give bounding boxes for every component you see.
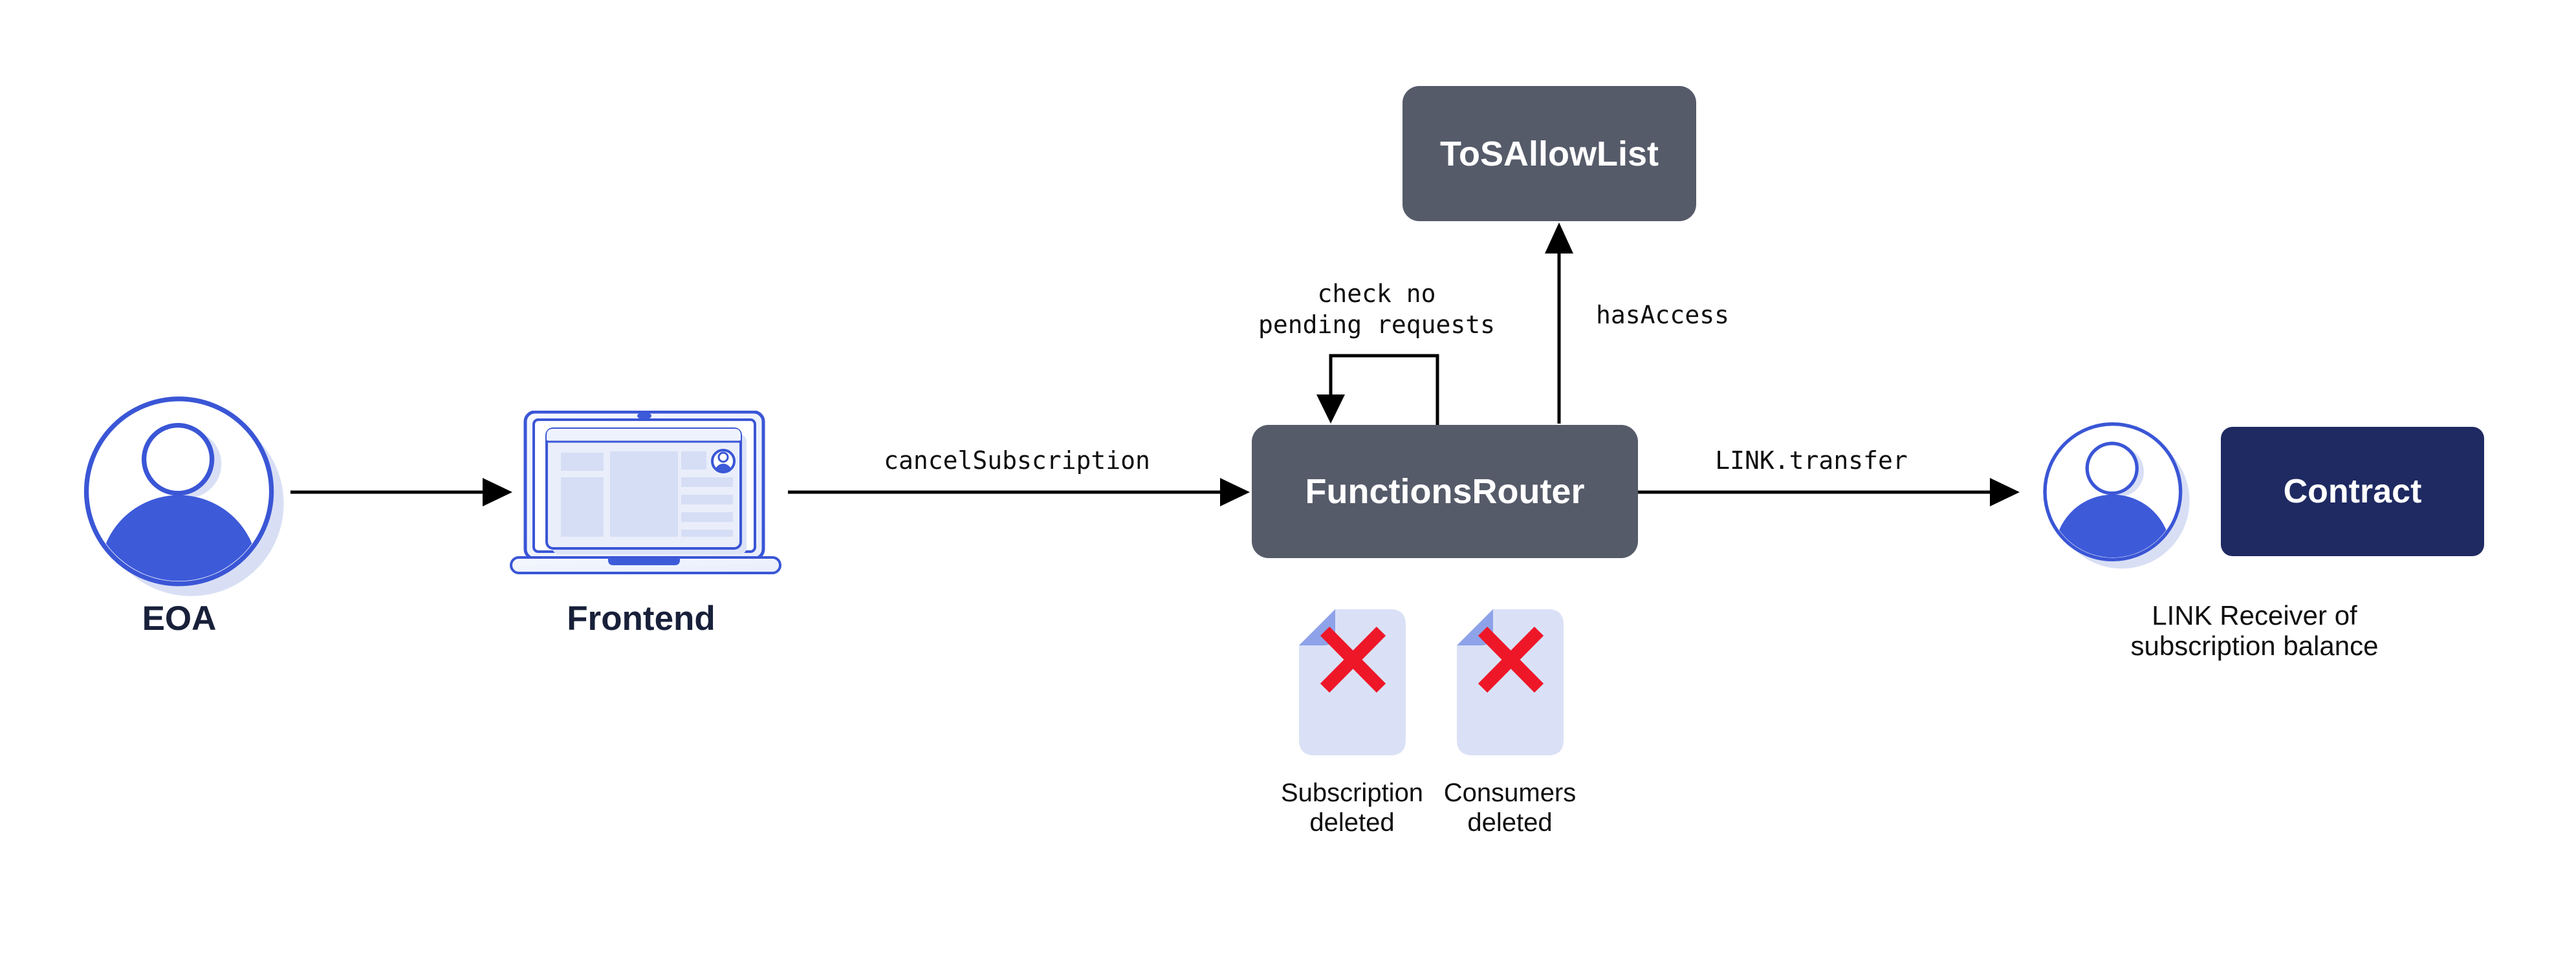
- browser-content-blocks: [561, 451, 733, 537]
- browser-avatar-icon: [711, 449, 736, 473]
- arrow-router-self-loop: [1316, 354, 1439, 425]
- contract-node: Contract: [2221, 427, 2484, 556]
- arrow-frontend-to-router: [788, 478, 1250, 506]
- frontend-laptop-icon: [510, 411, 781, 574]
- subscription-deleted-caption: Subscription deleted: [1281, 778, 1423, 837]
- contract-label: Contract: [2283, 473, 2422, 510]
- subscription-deleted-line1: Subscription: [1280, 779, 1424, 807]
- check-pending-line2: pending requests: [1258, 310, 1496, 339]
- eoa-person-icon: [83, 396, 284, 596]
- laptop-webcam-icon: [637, 412, 651, 420]
- tos-allow-list-node: ToSAllowList: [1403, 86, 1696, 221]
- functions-router-node: FunctionsRouter: [1252, 425, 1638, 558]
- consumers-deleted-document-icon: [1457, 609, 1564, 755]
- check-pending-line1: check no: [1317, 279, 1436, 308]
- red-x-icon: [1478, 626, 1544, 693]
- browser-topbar: [547, 429, 741, 440]
- laptop-base-notch: [608, 557, 680, 565]
- consumers-deleted-line2: deleted: [1467, 808, 1553, 837]
- link-receiver-caption-line2: subscription balance: [2130, 631, 2379, 661]
- functions-router-label: FunctionsRouter: [1305, 472, 1585, 511]
- subscription-deleted-document-icon: [1299, 609, 1406, 755]
- check-pending-edge-label: check no pending requests: [1258, 278, 1495, 340]
- arrow-router-to-tosallowlist: [1545, 222, 1573, 424]
- link-receiver-person-icon: [2043, 422, 2190, 569]
- red-x-icon: [1320, 626, 1386, 693]
- link-receiver-caption: LINK Receiver of subscription balance: [2131, 600, 2379, 661]
- frontend-label: Frontend: [567, 599, 715, 638]
- link-transfer-edge-label: LINK.transfer: [1715, 446, 1908, 475]
- link-receiver-caption-line1: LINK Receiver of: [2152, 600, 2357, 631]
- subscription-deleted-line2: deleted: [1309, 808, 1395, 837]
- cancel-subscription-edge-label: cancelSubscription: [884, 446, 1150, 475]
- arrow-router-to-receiver: [1638, 478, 2020, 506]
- eoa-label: EOA: [142, 599, 217, 638]
- has-access-edge-label: hasAccess: [1596, 301, 1729, 329]
- consumers-deleted-line1: Consumers: [1443, 779, 1577, 807]
- consumers-deleted-caption: Consumers deleted: [1444, 778, 1577, 837]
- tos-allow-list-label: ToSAllowList: [1440, 134, 1659, 173]
- arrow-eoa-to-frontend: [290, 478, 512, 506]
